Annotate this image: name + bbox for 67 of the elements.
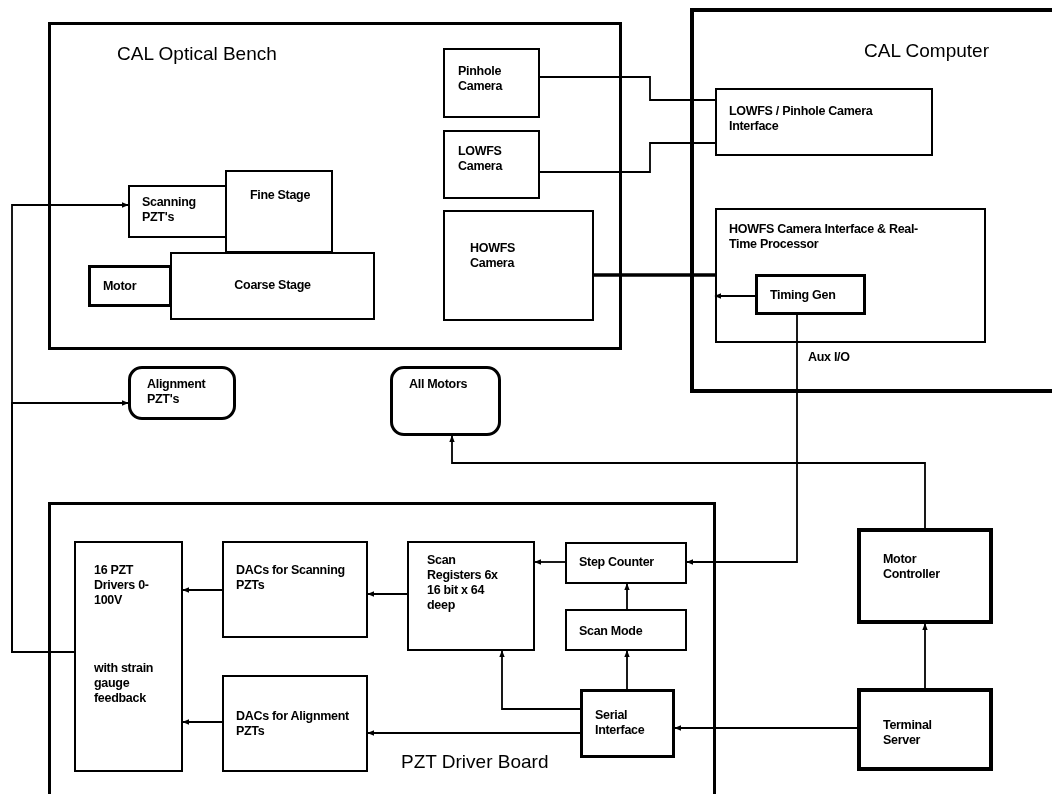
- arrow: [367, 730, 581, 736]
- arrow: [449, 435, 926, 529]
- group-box: [690, 8, 1052, 393]
- process-box: [170, 252, 375, 320]
- process-box: [857, 688, 993, 771]
- box-label: Step Counter: [579, 555, 655, 570]
- arrow: [674, 725, 858, 731]
- box-label: Motor Controller: [883, 552, 941, 582]
- arrow: [367, 591, 408, 597]
- connector-line: [539, 142, 716, 173]
- process-box: [225, 170, 333, 253]
- box-label: LOWFS Camera: [458, 144, 504, 174]
- arrow: [11, 400, 129, 653]
- process-box: [407, 541, 535, 651]
- edge-label: Aux I/O: [806, 350, 852, 364]
- group-title: PZT Driver Board: [401, 751, 550, 773]
- box-label: Alignment PZT's: [147, 377, 207, 407]
- box-label: Coarse Stage: [233, 278, 312, 293]
- process-box: [222, 541, 368, 638]
- box-label: Pinhole Camera: [458, 64, 504, 94]
- group-title: CAL Computer: [864, 40, 990, 62]
- arrow: [686, 314, 798, 565]
- rounded-box: [128, 366, 236, 420]
- process-box: [443, 130, 540, 199]
- box-label: DACs for Alignment PZTs: [236, 709, 350, 739]
- box-label: Fine Stage: [248, 188, 312, 203]
- process-box: [128, 185, 227, 238]
- group-box: [48, 22, 622, 350]
- box-label: Terminal Server: [883, 718, 933, 748]
- process-box: [580, 689, 675, 758]
- process-box: [755, 274, 866, 315]
- process-box: [88, 265, 172, 307]
- process-box: [443, 48, 540, 118]
- box-label: HOWFS Camera Interface & Real-Time Processor: [729, 222, 919, 252]
- process-box: [715, 88, 933, 156]
- arrow: [922, 623, 928, 689]
- arrow: [624, 583, 630, 610]
- connector-line: [539, 76, 716, 101]
- box-label: HOWFS Camera: [470, 241, 517, 271]
- box-label: Timing Gen: [770, 288, 837, 303]
- connector-line: [594, 273, 715, 277]
- process-box: [74, 541, 183, 772]
- box-label: Scan Mode: [579, 624, 644, 639]
- box-label: Serial Interface: [595, 708, 646, 738]
- box-label: DACs for Scanning PZTs: [236, 563, 346, 593]
- processor-box: [715, 208, 986, 343]
- box-label: 16 PZT Drivers 0-100V: [94, 563, 150, 608]
- box-label: Scan Registers 6x 16 bit x 64 deep: [427, 553, 499, 613]
- box-label: All Motors: [409, 377, 469, 392]
- process-box: [565, 609, 687, 651]
- arrow: [534, 559, 566, 565]
- board-box: [48, 502, 716, 794]
- rounded-box: [390, 366, 501, 436]
- arrow: [499, 650, 581, 710]
- process-box: [443, 210, 594, 321]
- process-box: [222, 675, 368, 772]
- arrow: [624, 650, 630, 690]
- arrow: [182, 719, 223, 725]
- arrow: [182, 587, 223, 593]
- box-label: Motor: [103, 279, 138, 294]
- process-box: [857, 528, 993, 624]
- arrow: [714, 293, 756, 299]
- group-title: CAL Optical Bench: [117, 43, 278, 65]
- box-label: Scanning PZT's: [142, 195, 197, 225]
- box-label: with strain gauge feedback: [94, 661, 155, 706]
- box-label: LOWFS / Pinhole Camera Interface: [729, 104, 874, 134]
- process-box: [565, 542, 687, 584]
